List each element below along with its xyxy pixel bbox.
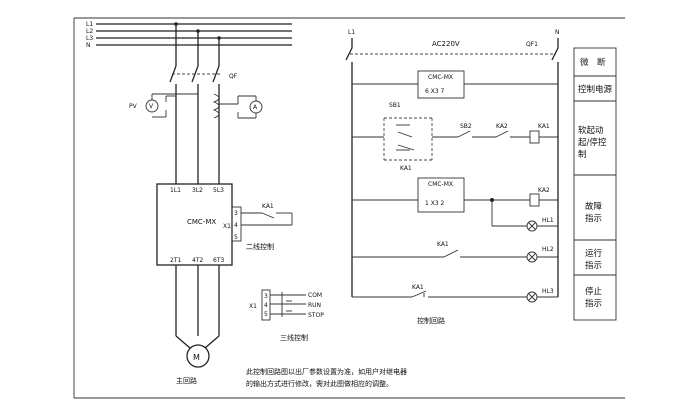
note-line-1: 此控制回路图以出厂参数设置为准，如用户对继电器	[246, 367, 407, 376]
bus-label-l1: L1	[86, 21, 93, 28]
note-line-2: 的输出方式进行修改，需对此图做相应的调整。	[246, 379, 393, 388]
side-label-table: 微 断 控制电源 软起动 起/停控 制 故障 指示 运行 指示 停止 指示	[573, 47, 617, 321]
ctrl-hl3-label: HL3	[542, 288, 554, 295]
soft-starter: 1L1 3L2 5L3 CMC-MX 2T1 4T2 6T3 X1 3 4 5	[156, 183, 242, 266]
ss-term-4t2: 4T2	[192, 257, 203, 264]
control-circuit-caption: 控制回路	[417, 316, 445, 325]
bus-label-l3: L3	[86, 35, 93, 42]
side-row4-line1: 故障	[585, 201, 603, 212]
ss-term-3l2: 3L2	[192, 187, 203, 194]
tw-run: RUN	[308, 302, 321, 309]
ss-x1-pin5: 5	[234, 234, 238, 241]
main-circuit-label: 主回路	[176, 376, 197, 385]
ss-term-6t3: 6T3	[213, 257, 224, 264]
ss-term-2t1: 2T1	[170, 257, 181, 264]
two-wire-ka1-label: KA1	[262, 203, 274, 210]
tw-com: COM	[308, 292, 322, 299]
side-row5-line1: 运行	[585, 248, 603, 259]
side-row5-line2: 指示	[585, 260, 602, 271]
tw-pin4: 4	[264, 302, 268, 309]
ctrl-ka1-contact-label: KA1	[400, 165, 412, 172]
ammeter-branch: A	[212, 93, 263, 119]
bus-label-l2: L2	[86, 28, 93, 35]
two-wire-control: KA1 二线控制	[241, 203, 293, 251]
ctrl-ka1-run-label: KA1	[437, 241, 449, 248]
ss-x1-pin3: 3	[234, 210, 238, 217]
side-row6-line2: 指示	[585, 298, 602, 309]
ammeter-symbol: A	[253, 104, 258, 111]
ss-term-5l3: 5L3	[213, 187, 224, 194]
ss-x1-pin4: 4	[234, 222, 238, 229]
bus-bars: L1 L2 L3 N	[86, 21, 292, 49]
ctrl-cmc2-model: CMC-MX	[428, 181, 453, 188]
motor-feed: M 主回路	[175, 265, 220, 385]
three-wire-control: 3 4 5 X1 COM RUN STOP 三线控制	[249, 289, 324, 342]
ctrl-sb1-label: SB1	[389, 102, 401, 109]
side-row1-part1: 微	[580, 57, 589, 68]
three-wire-caption: 三线控制	[280, 333, 308, 342]
tw-stop: STOP	[308, 312, 324, 319]
tw-pin3: 3	[264, 293, 268, 300]
ctrl-cmc1-pins: 6 X3 7	[425, 88, 445, 95]
control-supply: L1 N AC220V QF1	[345, 29, 560, 297]
ctrl-hl2-label: HL2	[542, 246, 554, 253]
side-row3-line2: 起/停控	[578, 137, 607, 148]
rung-control-power: CMC-MX 6 X3 7	[352, 70, 558, 99]
voltmeter-branch: V PV	[129, 93, 198, 118]
side-row3-line3: 制	[578, 149, 587, 160]
ss-x1-label: X1	[223, 223, 231, 230]
side-row4-line2: 指示	[585, 213, 602, 224]
side-row1-part2: 断	[597, 57, 606, 68]
ctrl-l1-label: L1	[348, 29, 355, 36]
voltmeter-symbol: V	[149, 103, 154, 110]
rung-run-indicator: KA1 HL2	[352, 241, 558, 263]
bus-label-n: N	[86, 42, 91, 49]
two-wire-caption: 二线控制	[246, 242, 274, 251]
pv-label: PV	[129, 103, 138, 110]
tw-x1: X1	[249, 303, 257, 310]
ctrl-ac-label: AC220V	[432, 40, 460, 48]
ctrl-ka1-coil-label: KA1	[538, 123, 550, 130]
ctrl-ka1-stop-label: KA1	[412, 284, 424, 291]
qf-label: QF	[229, 73, 238, 80]
ctrl-qf1-label: QF1	[526, 41, 538, 48]
ss-term-1l1: 1L1	[170, 187, 181, 194]
side-row2-line1: 控制电源	[578, 84, 613, 95]
side-row6-line1: 停止	[585, 286, 603, 297]
side-row3-line1: 软起动	[578, 125, 604, 136]
ctrl-hl1-label: HL1	[542, 217, 554, 224]
tw-pin5: 5	[264, 311, 268, 318]
ctrl-ka2-coil-label: KA2	[538, 187, 550, 194]
ctrl-n-label: N	[555, 29, 560, 36]
rung-stop-indicator: KA1 HL3	[352, 284, 558, 303]
ctrl-cmc2-pins: 1 X3 2	[425, 200, 445, 207]
ctrl-sb2-label: SB2	[460, 123, 472, 130]
ctrl-cmc1-model: CMC-MX	[428, 74, 453, 81]
rung-fault: CMC-MX 1 X3 2 KA2 HL1	[352, 177, 558, 232]
motor-symbol: M	[193, 353, 200, 362]
ctrl-ka2-label: KA2	[496, 123, 508, 130]
ss-model: CMC-MX	[187, 218, 216, 226]
main-phase-lines: QF	[169, 22, 238, 184]
rung-start-stop: SB1 SB2 KA2 KA1 KA1	[352, 102, 558, 172]
